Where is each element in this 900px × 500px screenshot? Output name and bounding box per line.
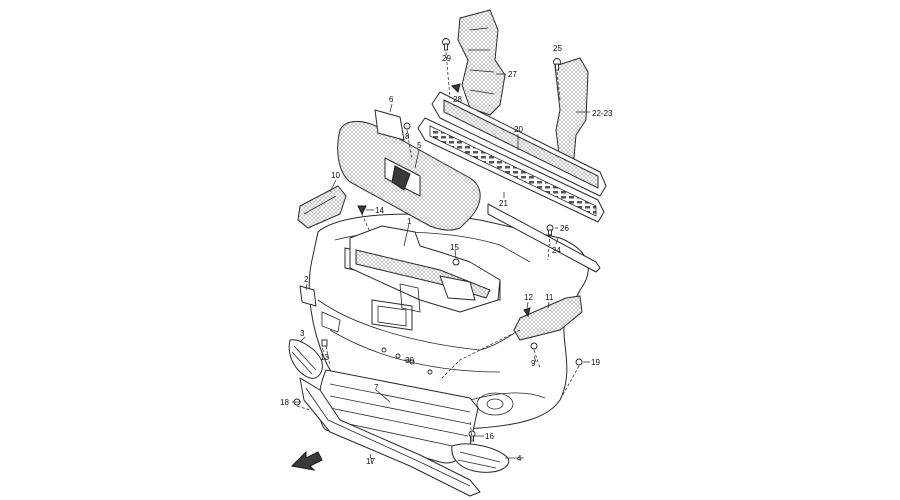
callout-16: 16 xyxy=(485,432,494,441)
tow-hook-cap xyxy=(299,285,317,307)
callout-7: 7 xyxy=(374,383,379,392)
callout-22-23: 22-23 xyxy=(592,109,613,118)
callout-11: 11 xyxy=(545,293,554,302)
callout-5: 5 xyxy=(417,141,422,150)
callout-14: 14 xyxy=(375,206,384,215)
callout-15: 15 xyxy=(450,243,459,252)
callout-28: 28 xyxy=(453,95,462,104)
callout-26: 26 xyxy=(560,224,569,233)
center-grille-panel xyxy=(349,225,501,313)
callout-12: 12 xyxy=(524,293,533,302)
callout-21: 21 xyxy=(499,199,508,208)
callout-3: 3 xyxy=(300,329,305,338)
callout-labels: 1 2 3 4 5 6 7 8 9 10 11 12 13 14 15 16 1… xyxy=(280,44,613,466)
radiator-deflector xyxy=(457,9,506,116)
bumper-reinforcement xyxy=(417,91,607,223)
callout-29: 29 xyxy=(442,54,451,63)
callout-13: 13 xyxy=(320,353,329,362)
callout-24: 24 xyxy=(552,246,561,255)
callout-27: 27 xyxy=(508,70,517,79)
fog-lamp-cover-right xyxy=(451,443,510,473)
callout-8: 8 xyxy=(405,132,410,141)
lower-spoiler-strip xyxy=(299,377,481,497)
emblem-plate xyxy=(374,109,405,141)
callout-6: 6 xyxy=(389,95,394,104)
callout-1: 1 xyxy=(407,217,412,226)
left-bumper-bracket xyxy=(297,185,347,229)
right-bumper-bracket xyxy=(513,295,583,341)
callout-17: 17 xyxy=(366,457,375,466)
callout-20: 20 xyxy=(514,125,523,134)
fog-lamp-cover-left xyxy=(288,339,323,379)
lower-absorber-strip xyxy=(487,203,601,273)
side-deflector xyxy=(554,57,589,163)
callout-25: 25 xyxy=(553,44,562,53)
leader-lines xyxy=(292,73,590,465)
upper-grille xyxy=(337,121,481,231)
callout-4: 4 xyxy=(517,454,522,463)
callout-30: 30 xyxy=(405,356,414,365)
callout-9: 9 xyxy=(531,359,536,368)
assembly-lines xyxy=(296,51,580,441)
callout-18: 18 xyxy=(280,398,289,407)
callout-19: 19 xyxy=(591,358,600,367)
front-direction-arrow-icon xyxy=(290,450,323,471)
callout-10: 10 xyxy=(331,171,340,180)
callout-2: 2 xyxy=(304,275,309,284)
